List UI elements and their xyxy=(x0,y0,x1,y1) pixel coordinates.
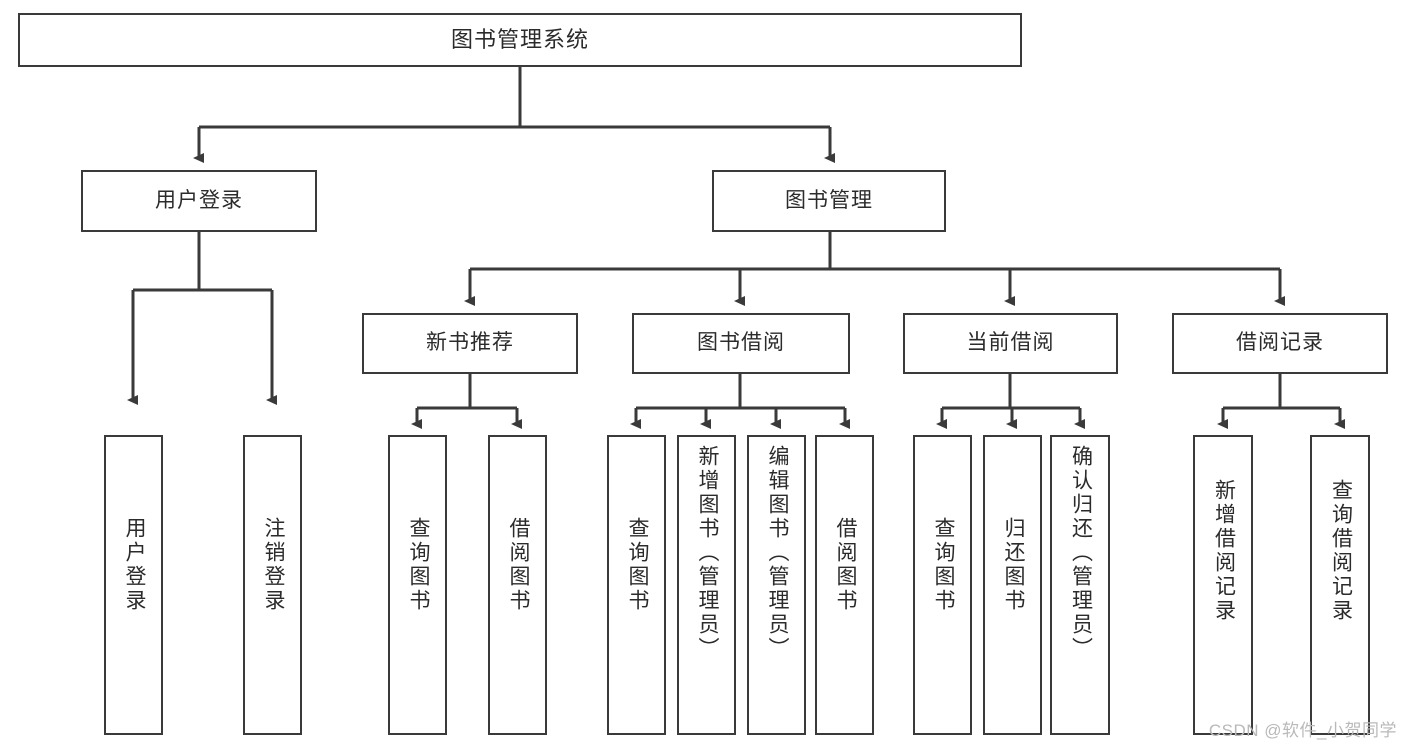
leaf-label: 用户登录 xyxy=(122,517,146,613)
leaf-borrow-book-1[interactable]: 借阅图书 xyxy=(488,435,547,735)
leaf-add-borrow-record[interactable]: 新增借阅记录 xyxy=(1193,435,1253,735)
leaf-query-book-3[interactable]: 查询图书 xyxy=(913,435,972,735)
leaf-label: 注销登录 xyxy=(261,517,285,613)
leaf-label: 借阅图书 xyxy=(506,517,530,613)
leaf-borrow-book-2[interactable]: 借阅图书 xyxy=(815,435,874,735)
node-label: 借阅记录 xyxy=(1236,331,1324,355)
node-label: 新书推荐 xyxy=(426,331,514,355)
leaf-user-login[interactable]: 用户登录 xyxy=(104,435,163,735)
leaf-query-borrow-record[interactable]: 查询借阅记录 xyxy=(1310,435,1370,735)
node-root-book-management-system[interactable]: 图书管理系统 xyxy=(18,13,1022,67)
node-book-management[interactable]: 图书管理 xyxy=(712,170,946,232)
leaf-label: 查询借阅记录 xyxy=(1329,479,1353,623)
node-new-book-recommend[interactable]: 新书推荐 xyxy=(362,313,578,374)
node-label: 图书管理系统 xyxy=(450,27,589,53)
node-label: 当前借阅 xyxy=(966,331,1055,355)
node-user-login[interactable]: 用户登录 xyxy=(81,170,317,232)
leaf-query-book-1[interactable]: 查询图书 xyxy=(388,435,447,735)
leaf-label: 新增借阅记录 xyxy=(1212,479,1236,623)
leaf-label: 归还图书 xyxy=(1001,517,1025,613)
watermark: CSDN @软件_小贺同学 xyxy=(1208,721,1397,740)
leaf-add-book-admin[interactable]: 新增图书（管理员） xyxy=(677,435,736,735)
leaf-logout-login[interactable]: 注销登录 xyxy=(243,435,302,735)
leaf-label: 查询图书 xyxy=(931,517,955,613)
node-label: 图书借阅 xyxy=(697,331,785,355)
leaf-label: 确认归还（管理员） xyxy=(1069,445,1093,661)
leaf-query-book-2[interactable]: 查询图书 xyxy=(607,435,666,735)
leaf-label: 借阅图书 xyxy=(833,517,857,613)
leaf-label: 编辑图书（管理员） xyxy=(765,445,789,661)
node-label: 图书管理 xyxy=(785,188,873,212)
leaf-return-book[interactable]: 归还图书 xyxy=(983,435,1042,735)
node-label: 用户登录 xyxy=(155,188,243,212)
node-book-borrow[interactable]: 图书借阅 xyxy=(632,313,850,374)
leaf-label: 查询图书 xyxy=(406,517,430,613)
leaf-label: 查询图书 xyxy=(625,517,649,613)
leaf-label: 新增图书（管理员） xyxy=(695,445,719,661)
node-current-borrow[interactable]: 当前借阅 xyxy=(903,313,1118,374)
leaf-confirm-return-admin[interactable]: 确认归还（管理员） xyxy=(1050,435,1110,735)
node-borrow-record[interactable]: 借阅记录 xyxy=(1172,313,1388,374)
leaf-edit-book-admin[interactable]: 编辑图书（管理员） xyxy=(747,435,806,735)
